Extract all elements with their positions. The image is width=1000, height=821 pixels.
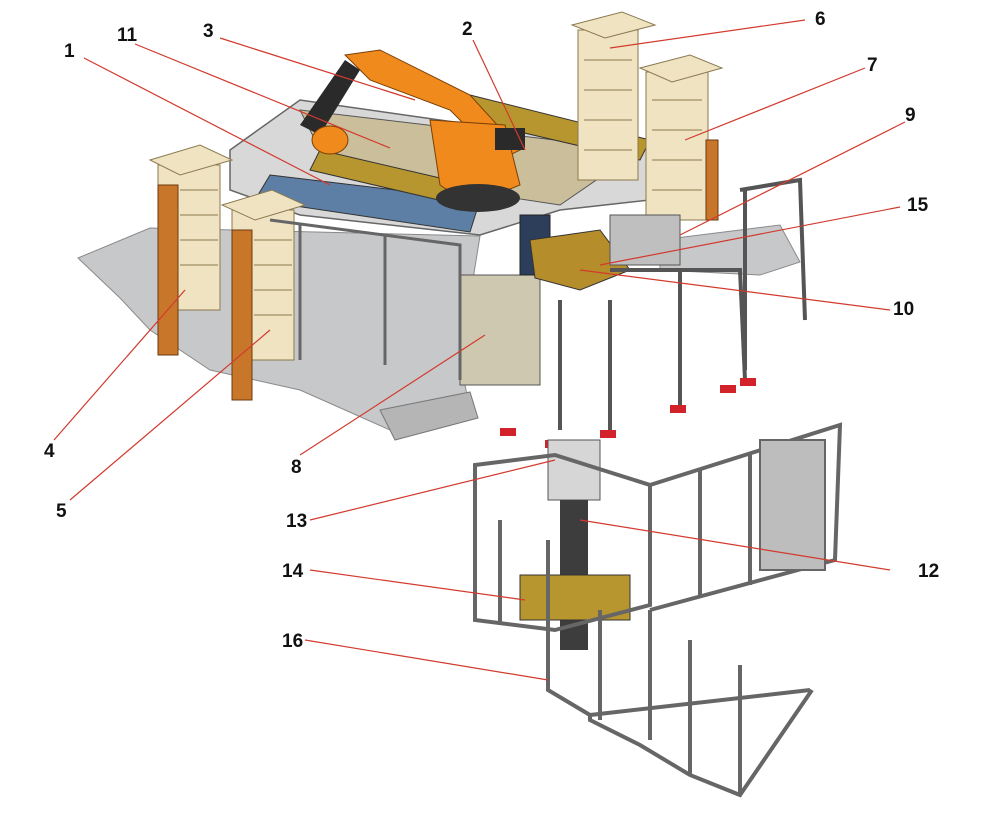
- center-cabinet: [459, 274, 541, 386]
- callout-8: 8: [291, 457, 302, 478]
- fence-panel: [759, 439, 826, 571]
- callout-1: 1: [64, 41, 75, 62]
- callout-5: 5: [56, 501, 67, 522]
- callout-16: 16: [282, 631, 304, 652]
- magazine-7: [638, 54, 724, 221]
- industrial-robot: [300, 49, 525, 212]
- gripper-15: [529, 229, 631, 291]
- left-guard: [269, 218, 462, 380]
- right-guard: [558, 177, 807, 430]
- callout-11: 11: [117, 25, 138, 46]
- leader-lines: [53, 19, 906, 681]
- callout-15: 15: [907, 195, 929, 216]
- callout-2: 2: [462, 19, 473, 40]
- callout-9: 9: [905, 105, 916, 126]
- right-platform: [659, 224, 801, 276]
- callout-13: 13: [286, 511, 308, 532]
- callout-6: 6: [815, 9, 826, 30]
- lift-platform: [519, 574, 631, 621]
- callout-14: 14: [282, 561, 304, 582]
- callout-3: 3: [203, 21, 214, 42]
- lower-guard: [473, 422, 843, 798]
- red-feet: [500, 378, 756, 448]
- stairs: [379, 391, 479, 441]
- magazine-6: [570, 11, 657, 181]
- magazine-4: [148, 144, 234, 356]
- lift-column: [547, 439, 601, 501]
- callout-12: 12: [918, 561, 940, 582]
- callout-4: 4: [44, 441, 55, 462]
- callout-10: 10: [893, 299, 915, 320]
- magazine-5: [220, 189, 307, 401]
- callout-7: 7: [867, 55, 878, 76]
